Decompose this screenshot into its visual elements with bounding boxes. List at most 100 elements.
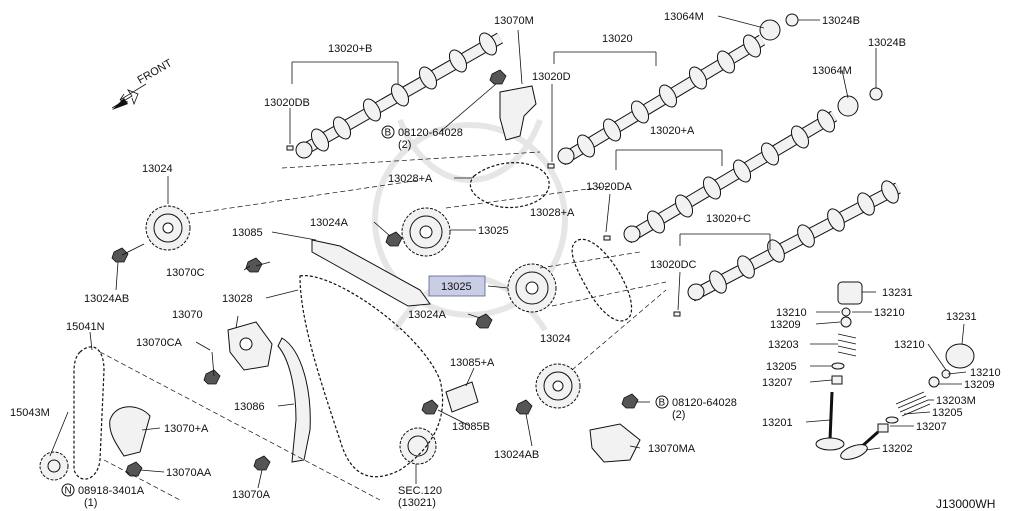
label-13205-b: 13205: [932, 407, 963, 419]
label-13025-top: 13025: [478, 225, 509, 237]
secondary-chain-13028A-mid: [571, 238, 633, 322]
valve-train-right: [840, 343, 975, 460]
label-13028A-mid: 13028+A: [530, 207, 575, 219]
nut-marker-icon: N: [61, 483, 75, 497]
label-13210-a: 13210: [776, 307, 807, 319]
label-13070M: 13070M: [494, 15, 534, 27]
label-13207-b: 13207: [916, 421, 947, 433]
bolt-marker-icon: B: [381, 125, 395, 139]
label-13020A: 13020+A: [650, 125, 695, 137]
label-13070: 13070: [172, 309, 203, 321]
label-13020DB: 13020DB: [264, 97, 310, 109]
label-13085B: 13085B: [452, 421, 490, 433]
sprocket-13025-mid: [507, 263, 557, 313]
secondary-chain-13028A-top: [469, 162, 550, 209]
highlight-13025: [428, 275, 486, 297]
sprocket-13024-mid: [535, 363, 581, 409]
sprocket-13025-top: [401, 207, 451, 257]
label-13209-a: 13209: [770, 319, 801, 331]
chain-guide-13085: [311, 239, 431, 307]
label-bolt2-code: 08120-64028: [672, 397, 737, 409]
label-13070A-plus: 13070+A: [164, 423, 209, 435]
label-13028A-top: 13028+A: [388, 173, 433, 185]
label-13020: 13020: [602, 33, 633, 45]
camshaft-13020: [557, 34, 766, 166]
svg-text:B: B: [659, 398, 666, 409]
sprocket-15043M: [39, 451, 69, 481]
drawing-id: J13000WH: [936, 497, 995, 511]
valve-train-left: [815, 281, 863, 451]
label-13070MA: 13070MA: [648, 443, 696, 455]
label-13020DA: 13020DA: [586, 181, 633, 193]
label-13020DC: 13020DC: [650, 259, 697, 271]
cam-end-seal-13064M-right: [837, 87, 883, 117]
label-13024: 13024: [142, 163, 173, 175]
label-13024AB-mid: 13024AB: [494, 449, 539, 461]
label-13024A-top: 13024A: [310, 217, 349, 229]
label-13070CA: 13070CA: [136, 337, 183, 349]
sprocket-13024-left: [145, 205, 191, 251]
label-13024-mid: 13024: [540, 333, 571, 345]
label-13203M: 13203M: [936, 395, 976, 407]
label-nut-code: 08918-3401A: [78, 485, 145, 497]
tensioner-arm-13070A: [109, 406, 151, 457]
label-bolt1-code: 08120-64028: [398, 127, 463, 139]
bolt-marker-icon-2: B: [655, 395, 669, 409]
chain-guide-13086: [277, 337, 311, 463]
cam-end-seal-13064M-top: [759, 13, 799, 41]
leader-lines: [49, 15, 967, 489]
camshaft-13020A: [623, 109, 838, 244]
bracket-13085A: [445, 381, 479, 413]
front-arrow-icon: [111, 83, 147, 110]
label-13086: 13086: [234, 401, 265, 413]
label-13210-c: 13210: [894, 339, 925, 351]
label-13207-a: 13207: [762, 377, 793, 389]
camshaft-13020B: [295, 32, 503, 159]
label-13070C: 13070C: [166, 267, 205, 279]
label-13070AA: 13070AA: [166, 467, 212, 479]
label-13210-d: 13210: [970, 367, 1001, 379]
label-13070A: 13070A: [232, 489, 271, 501]
label-13024AB-left: 13024AB: [84, 293, 129, 305]
label-13020B: 13020+B: [328, 43, 372, 55]
tensioner-13070M: [499, 85, 537, 141]
front-label: FRONT: [136, 57, 175, 86]
label-13231-top: 13231: [882, 287, 913, 299]
label-13064M-top: 13064M: [664, 11, 704, 23]
dowel-pins: [286, 145, 681, 317]
label-bolt2-qty: (2): [672, 409, 685, 421]
svg-text:N: N: [65, 486, 72, 497]
tensioner-13070MA: [589, 423, 641, 463]
label-13085A: 13085+A: [450, 357, 495, 369]
label-13202: 13202: [882, 443, 913, 455]
camshaft-13020C: [687, 180, 901, 302]
label-15041N: 15041N: [66, 321, 105, 333]
label-13028: 13028: [222, 293, 253, 305]
label-13209-b: 13209: [964, 379, 995, 391]
label-13064M-right: 13064M: [812, 65, 852, 77]
label-13024A-mid: 13024A: [408, 309, 447, 321]
chain-15041N: [73, 346, 105, 480]
crank-sprocket: [399, 427, 437, 465]
label-13085: 13085: [232, 227, 263, 239]
label-13231-right: 13231: [946, 311, 977, 323]
svg-text:B: B: [385, 128, 392, 139]
label-15043M: 15043M: [10, 407, 50, 419]
label-13020D: 13020D: [532, 71, 571, 83]
timing-chain-13028: [299, 275, 444, 478]
label-13210-b: 13210: [874, 307, 905, 319]
label-13205-a: 13205: [766, 361, 797, 373]
label-nut-qty: (1): [84, 497, 97, 509]
label-13203: 13203: [768, 339, 799, 351]
label-sec-120: SEC.120: [398, 485, 442, 497]
dashed-assembly-lines: [99, 151, 667, 501]
label-13201: 13201: [762, 417, 793, 429]
label-sec-sub: (13021): [398, 497, 436, 509]
label-13024B-top: 13024B: [822, 15, 860, 27]
label-bolt1-qty: (2): [398, 139, 411, 151]
label-13025-highlight: 13025: [441, 281, 472, 293]
label-13020C: 13020+C: [706, 213, 751, 225]
label-13024B-right: 13024B: [868, 37, 906, 49]
tensioner-13070: [227, 321, 273, 371]
